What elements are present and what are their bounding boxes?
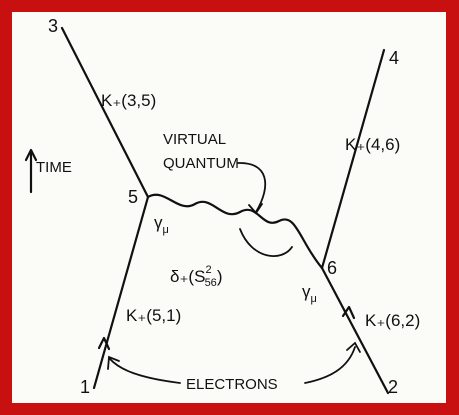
virtual-label: VIRTUAL <box>163 131 226 148</box>
arrow-down-icon <box>248 203 263 215</box>
arrow-right-icon <box>346 341 361 353</box>
electrons-label: ELECTRONS <box>186 376 278 393</box>
vertex-label-3: 3 <box>48 16 58 36</box>
time-label: TIME <box>36 159 72 176</box>
vertex-label-1: 1 <box>80 377 90 397</box>
electrons-pointer-right <box>304 346 356 384</box>
arrow-left-icon <box>107 355 120 370</box>
propagator-label-k46: K₊(4,6) <box>345 135 400 154</box>
gamma-mu-label-6: γμ <box>302 282 317 305</box>
arrow-up-icon <box>24 148 38 162</box>
electron-line-6-2 <box>320 266 390 395</box>
vertex-label-5: 5 <box>128 187 138 207</box>
arrow-up-icon <box>97 336 111 351</box>
electron-line-3-5 <box>60 26 150 199</box>
virtual-quantum-pointer <box>237 162 267 213</box>
electron-line-4-6 <box>320 48 386 270</box>
vertex-label-2: 2 <box>388 377 398 397</box>
propagator-label-k62: K₊(6,2) <box>365 311 420 330</box>
propagator-label-k35: K₊(3,5) <box>101 91 156 110</box>
gamma-mu-label-5: γμ <box>154 213 169 236</box>
diagram-paper <box>12 12 446 403</box>
vertex-label-4: 4 <box>389 48 399 68</box>
delta-bracket <box>239 228 293 257</box>
electrons-pointer-left <box>109 358 181 384</box>
virtual-photon-line <box>146 193 324 270</box>
propagator-label-k51: K₊(5,1) <box>126 306 181 325</box>
arrow-up-icon <box>341 305 356 320</box>
electron-line-5-1 <box>92 195 150 390</box>
vertex-label-6: 6 <box>327 258 337 278</box>
quantum-label: QUANTUM <box>163 155 239 172</box>
